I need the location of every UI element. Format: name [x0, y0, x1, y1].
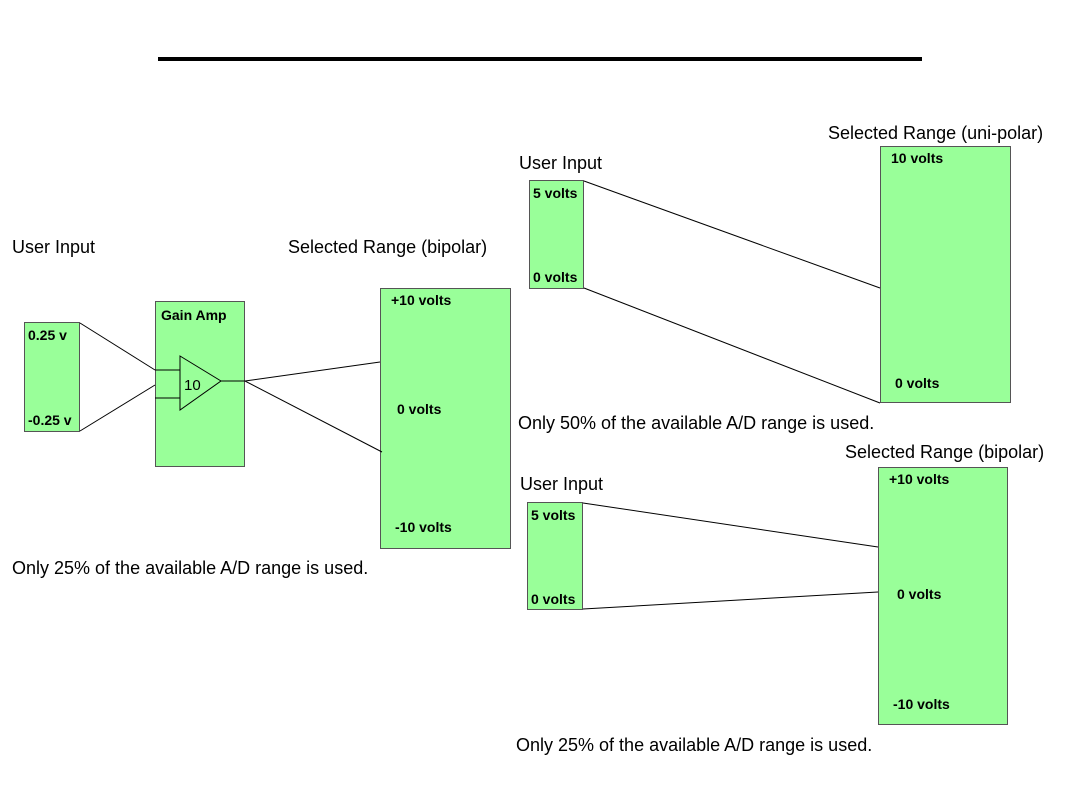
gain-value: 10 [184, 377, 201, 394]
top-right-range-box: 10 volts 0 volts [880, 146, 1011, 403]
bottom-right-range-mid-value: 0 volts [897, 586, 942, 602]
left-wire-top-out [244, 361, 381, 382]
top-right-input-top-value: 5 volts [533, 185, 578, 201]
bottom-right-note: Only 25% of the available A/D range is u… [516, 735, 873, 755]
left-wire-bottom-in [79, 384, 156, 432]
top-right-range-label: Selected Range (uni-polar) [828, 123, 1044, 143]
title-rule [158, 57, 922, 61]
bottom-right-range-label: Selected Range (bipolar) [845, 442, 1045, 462]
left-wire-bottom-out [244, 380, 383, 453]
bottom-right-range-box: +10 volts 0 volts -10 volts [878, 467, 1008, 725]
left-range-bottom-value: -10 volts [395, 519, 452, 535]
left-range-label: Selected Range (bipolar) [288, 237, 488, 257]
left-input-box: 0.25 v -0.25 v [24, 322, 80, 432]
top-right-wire-top [583, 180, 881, 289]
bottom-right-range-bottom-value: -10 volts [893, 696, 950, 712]
bottom-right-wire-bottom [582, 591, 879, 610]
top-right-range-top-value: 10 volts [891, 150, 944, 166]
top-right-note: Only 50% of the available A/D range is u… [518, 413, 875, 433]
gain-amp-label: Gain Amp [161, 307, 227, 323]
left-range-box: +10 volts 0 volts -10 volts [380, 288, 511, 549]
bottom-right-wire-top [582, 502, 879, 548]
left-input-bottom-value: -0.25 v [28, 412, 72, 428]
left-note: Only 25% of the available A/D range is u… [12, 558, 369, 578]
bottom-right-user-input-label: User Input [520, 474, 604, 494]
bottom-right-input-box: 5 volts 0 volts [527, 502, 583, 610]
top-right-input-bottom-value: 0 volts [533, 269, 578, 285]
left-input-top-value: 0.25 v [28, 327, 67, 343]
amplifier-triangle-icon [179, 355, 222, 411]
bottom-right-input-top-value: 5 volts [531, 507, 576, 523]
left-user-input-label: User Input [12, 237, 96, 257]
left-wire-top-in [79, 322, 156, 371]
left-range-mid-value: 0 volts [397, 401, 442, 417]
top-right-user-input-label: User Input [519, 153, 603, 173]
left-range-top-value: +10 volts [391, 292, 452, 308]
bottom-right-range-top-value: +10 volts [889, 471, 950, 487]
bottom-right-input-bottom-value: 0 volts [531, 591, 576, 607]
top-right-input-box: 5 volts 0 volts [529, 180, 584, 289]
top-right-wire-bottom [583, 287, 881, 404]
top-right-range-bottom-value: 0 volts [895, 375, 940, 391]
